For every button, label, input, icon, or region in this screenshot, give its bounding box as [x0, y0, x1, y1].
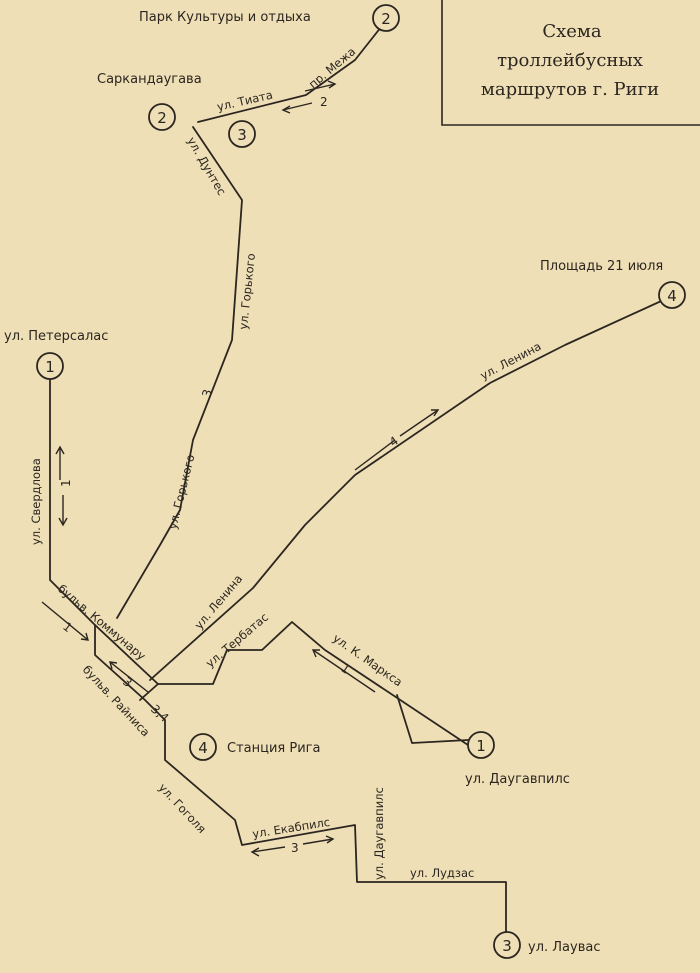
terminal-daugavpils-label: ул. Даугавпилс [465, 772, 570, 787]
route-2-line [197, 21, 386, 123]
terminal-ploshchad-circle [658, 281, 686, 309]
arrow-route-1-kommunaru [41, 601, 89, 641]
terminal-park-number: 2 [381, 10, 391, 28]
arrow-route-4-b [399, 409, 439, 437]
terminal-daugavpils-number: 1 [476, 737, 486, 755]
route-number-2-top: 2 [320, 95, 328, 109]
arrow-route-3-rainisa-head [109, 661, 118, 670]
street-gorkogo-upper: ул. Горького [236, 253, 258, 331]
terminal-lauvas: 3 ул. Лаувас [493, 931, 600, 959]
street-gorkogo-lower: ул. Горького [165, 453, 197, 531]
terminal-teita-number: 3 [237, 126, 247, 144]
terminal-park-label: Парк Культуры и отдыха [139, 10, 311, 25]
arrow-route-4-b-head [431, 409, 440, 417]
terminal-sarkandaugava-number: 2 [157, 109, 167, 127]
junction-connector [139, 683, 159, 701]
route-number-1-marksa: 1 [338, 661, 352, 677]
route-1-loop [396, 694, 469, 744]
map-title: Схема троллейбусных маршрутов г. Риги [441, 0, 700, 126]
route-4-line [149, 296, 671, 681]
terminal-sarkandaugava-label: Саркандаугава [97, 72, 202, 87]
terminal-petersalas-label: ул. Петерсалас [4, 329, 108, 344]
terminal-park-kultury: 2 Парк Культуры и отдыха [139, 4, 400, 32]
arrow-route-2-b-head [281, 105, 291, 114]
title-line-2: троллейбусных [497, 50, 643, 71]
street-sverdlova: ул. Свердлова [29, 458, 43, 545]
title-frame [441, 0, 700, 126]
terminal-petersalas: 1 ул. Петерсалас [4, 329, 108, 380]
terminal-sarkandaugava: 2 Саркандаугава [97, 72, 202, 131]
street-ludzas: ул. Лудзас [410, 866, 474, 880]
terminal-stanciya-number: 4 [198, 739, 208, 757]
terminal-ploshchad-number: 4 [667, 287, 677, 305]
arrow-route-1-down-head [58, 517, 68, 527]
terminal-park-circle [372, 4, 400, 32]
terminal-lauvas-circle [493, 931, 521, 959]
title-line-3: маршрутов г. Риги [481, 79, 659, 100]
terminal-sarkandaugava-circle [148, 103, 176, 131]
arrow-route-2-a-head [327, 80, 337, 89]
terminal-petersalas-number: 1 [45, 358, 55, 376]
street-duntes: ул. Дунтес [184, 135, 229, 198]
route-number-4-lenina: 4 [387, 434, 401, 450]
terminal-stanciya-circle [189, 733, 217, 761]
route-lines [49, 21, 671, 936]
arrow-route-1-up-head [55, 445, 65, 455]
terminal-daugavpils: 1 ул. Даугавпилс [465, 731, 570, 787]
arrow-route-4-a [354, 439, 396, 471]
terminal-lauvas-label: ул. Лаувас [528, 940, 600, 955]
arrow-route-3-ekabpils-b [302, 838, 334, 845]
terminal-daugavpils-circle [467, 731, 495, 759]
terminal-lauvas-number: 3 [502, 937, 512, 955]
route-1-line [49, 374, 469, 746]
street-gogolya: ул. Гоголя [156, 780, 209, 836]
route-number-3-ekabpils: 3 [291, 841, 299, 855]
terminal-teita: 3 [228, 120, 256, 148]
arrow-route-3-rainisa [109, 661, 149, 693]
route-number-1-sverdlova: 1 [59, 479, 73, 487]
arrow-route-3-ekabpils-b-head [325, 835, 335, 844]
route-3-line [116, 126, 243, 619]
terminal-stanciya-label: Станция Рига [227, 741, 320, 756]
street-terbatas: ул. Тербатас [203, 610, 271, 670]
terminal-stops: 2 Парк Культуры и отдыха 2 Саркандаугава… [4, 4, 686, 959]
terminal-stanciya-riga: 4 Станция Рига [189, 733, 320, 761]
terminal-ploshchad-label: Площадь 21 июля [540, 259, 663, 274]
terminal-petersalas-circle [36, 352, 64, 380]
arrow-route-3-ekabpils-a-head [250, 847, 260, 857]
arrow-route-3-ekabpils-a [251, 846, 286, 853]
arrow-route-1-marksa-head [311, 649, 320, 658]
street-daugavpils: ул. Даугавпилс [372, 787, 386, 880]
arrow-route-2-a [304, 83, 336, 92]
arrow-route-1-marksa [312, 649, 376, 693]
route-3-4-south-line [94, 624, 507, 936]
direction-arrows [41, 80, 440, 857]
terminal-ploshchad-21-iyulya: 4 Площадь 21 июля [540, 259, 686, 309]
terminal-teita-circle [228, 120, 256, 148]
route-number-3-gorkogo: 3 [199, 388, 215, 399]
arrow-route-2-b [282, 102, 313, 111]
title-line-1: Схема [542, 21, 602, 42]
arrow-route-1-kommunaru-head [80, 632, 89, 641]
